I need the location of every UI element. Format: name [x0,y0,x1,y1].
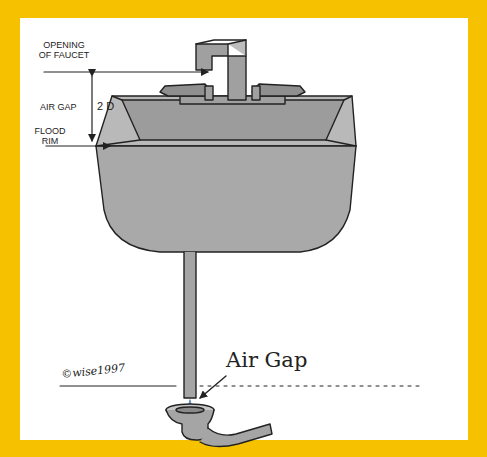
dimension-value: 2 D [97,100,114,112]
dimension-label: AIR GAP [40,102,77,112]
callout-label: OPENING OF FAUCET [38,40,90,60]
callout-label: FLOOD RIM [30,126,70,146]
callout-label: Air Gap [226,348,307,372]
